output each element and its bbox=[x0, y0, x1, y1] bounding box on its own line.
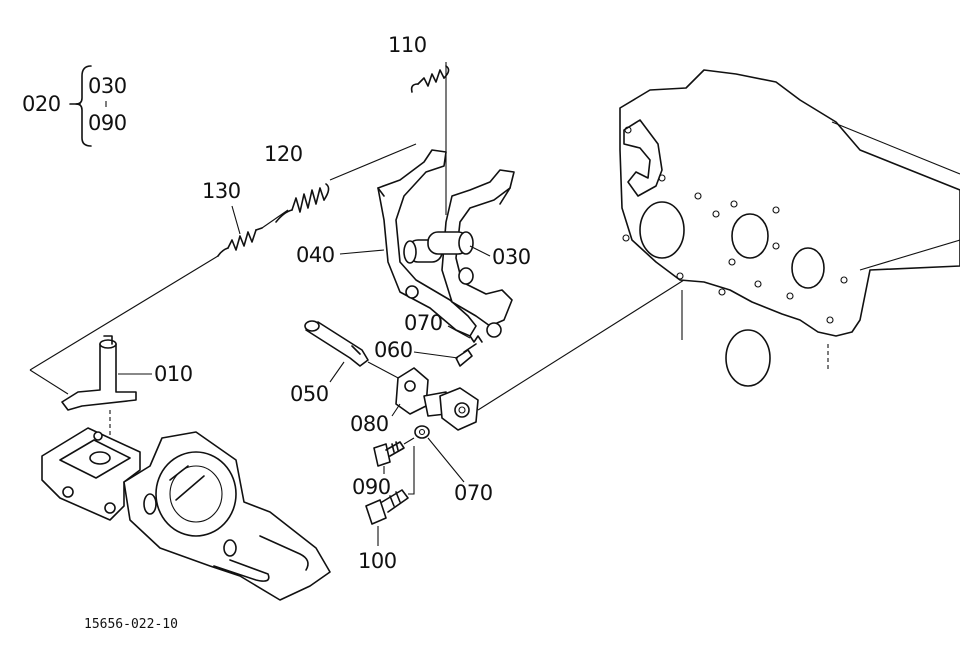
part-050-pin: 050 bbox=[290, 320, 403, 406]
callout-120: 120 bbox=[264, 142, 303, 166]
part-070-upper: 070 bbox=[404, 311, 483, 343]
callout-080: 080 bbox=[350, 412, 389, 436]
part-080-block: 080 bbox=[350, 279, 685, 436]
part-070-lower: 070 bbox=[414, 425, 493, 505]
housing-casting bbox=[41, 427, 331, 601]
group-parent-label: 020 bbox=[22, 92, 61, 116]
part-110-spring: 110 bbox=[388, 33, 450, 215]
drawing-code: 15656-022-10 bbox=[84, 617, 178, 632]
part-130-spring: 130 bbox=[202, 179, 263, 257]
callout-090: 090 bbox=[352, 475, 391, 499]
callout-100: 100 bbox=[358, 549, 397, 573]
gear-case-plate bbox=[619, 69, 960, 387]
callout-130: 130 bbox=[202, 179, 241, 203]
callout-070-lower: 070 bbox=[454, 481, 493, 505]
part-030-lever: 030 bbox=[427, 169, 531, 338]
callout-050: 050 bbox=[290, 382, 329, 406]
part-100-bolt: 100 bbox=[358, 446, 415, 573]
callout-070-upper: 070 bbox=[404, 311, 443, 335]
group-child-label-1: 030 bbox=[88, 74, 127, 98]
callout-010: 010 bbox=[154, 362, 193, 386]
part-120-spring: 120 bbox=[264, 142, 330, 223]
part-060-bolt: 060 bbox=[374, 338, 477, 367]
part-010-shaft: 010 bbox=[61, 335, 193, 466]
callout-030: 030 bbox=[492, 245, 531, 269]
callout-040: 040 bbox=[296, 243, 335, 267]
group-child-label-2: 090 bbox=[88, 111, 127, 135]
callout-110: 110 bbox=[388, 33, 427, 57]
callout-060: 060 bbox=[374, 338, 413, 362]
part-090-bolt: 090 bbox=[352, 437, 415, 499]
assembly-group-bracket: 020 030 090 bbox=[22, 65, 127, 147]
